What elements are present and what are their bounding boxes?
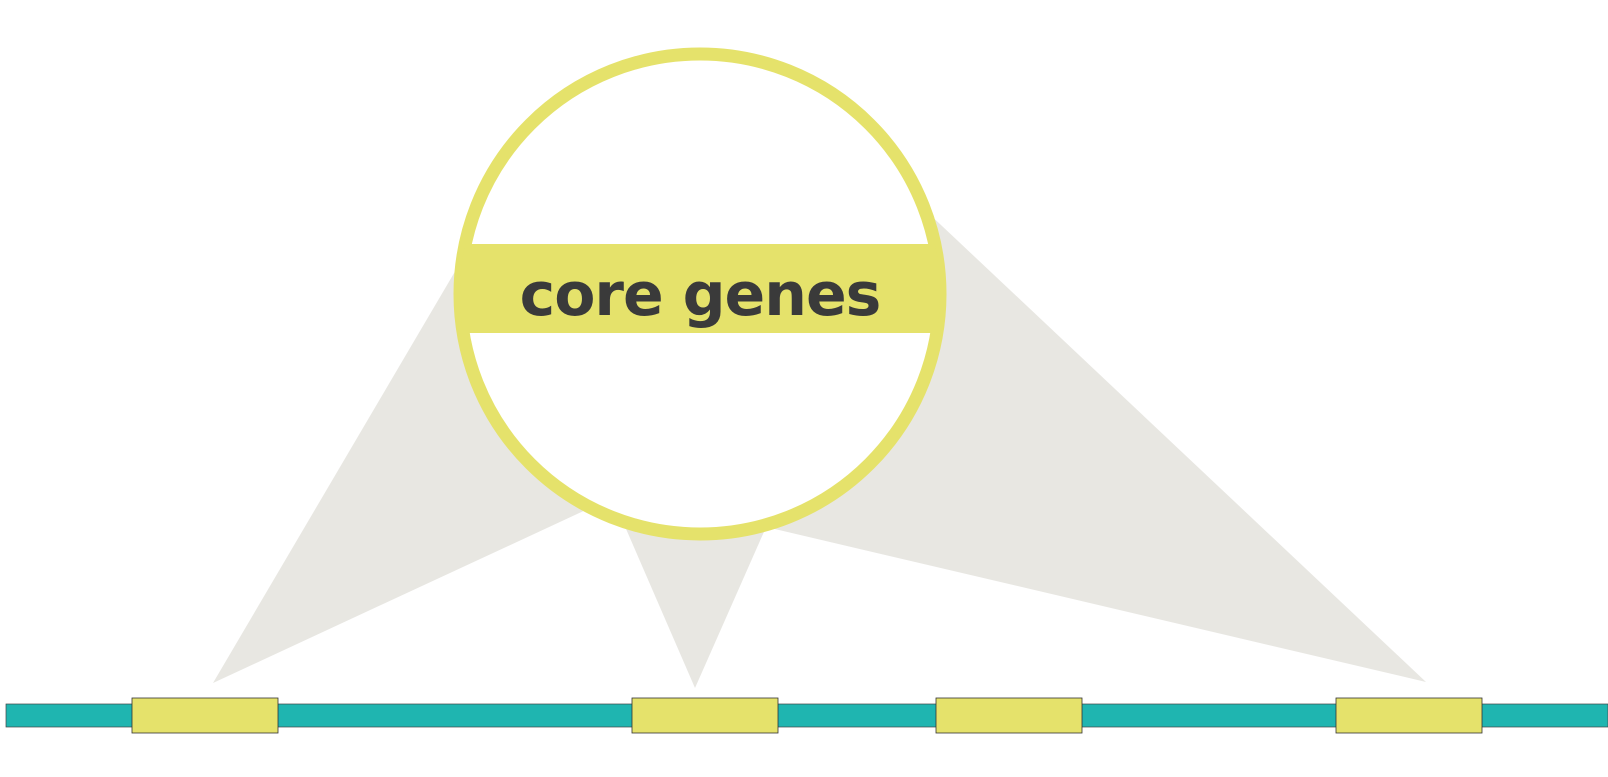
gene-block-3	[935, 697, 1083, 734]
label-band	[460, 244, 940, 333]
gene-block-2	[631, 697, 779, 734]
genome-bar	[5, 703, 1608, 728]
gene-blocks	[131, 697, 1483, 734]
core-genes-label: core genes	[520, 260, 881, 330]
gene-block-4	[1335, 697, 1483, 734]
magnifier-circle: core genes	[453, 47, 947, 541]
gene-block-1	[131, 697, 279, 734]
callout-wedge-center	[620, 515, 767, 688]
